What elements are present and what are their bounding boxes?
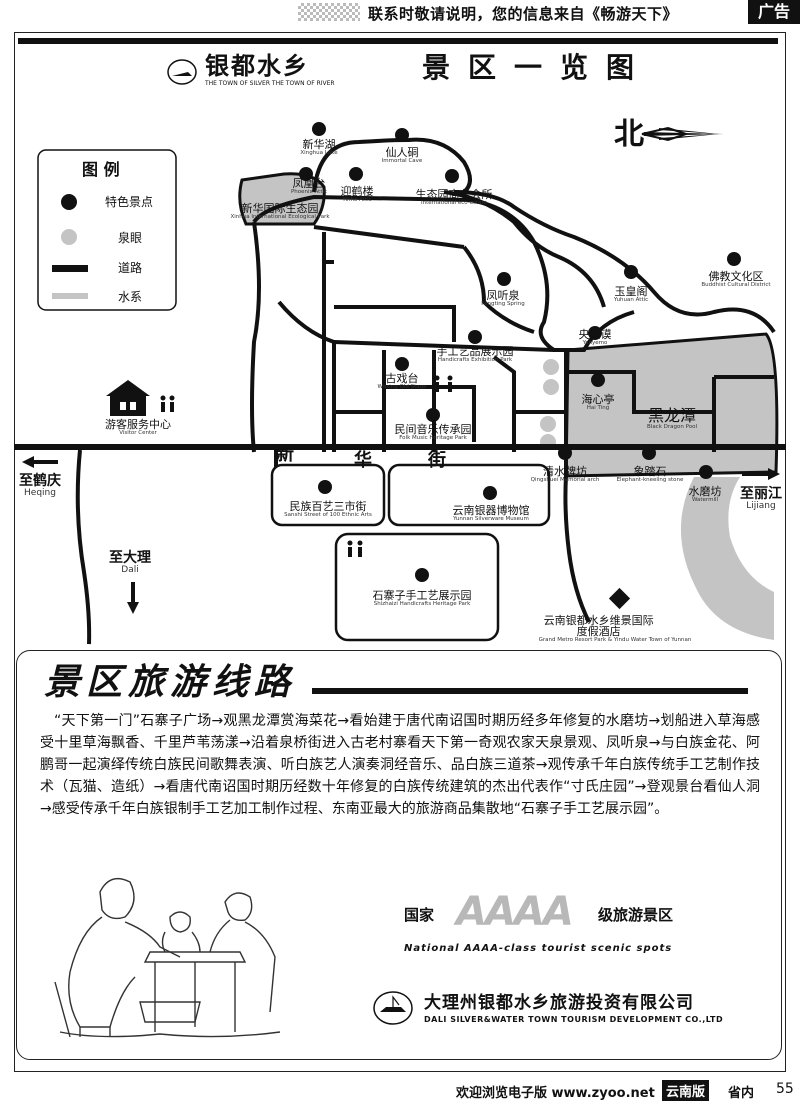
rating-english: National AAAA-class tourist scenic spots bbox=[404, 943, 673, 954]
brand-subtitle: THE TOWN OF SILVER THE TOWN OF RIVER bbox=[205, 80, 335, 87]
footer-province: 省内 bbox=[728, 1086, 755, 1101]
header-notice: 联系时敬请说明，您的信息来自《畅游天下》 bbox=[368, 5, 679, 23]
checker-pattern bbox=[298, 3, 360, 21]
page-footer: 欢迎浏览电子版 www.zyoo.net 云南版 省内 55 bbox=[0, 1078, 800, 1101]
company-logo-icon bbox=[373, 991, 413, 1025]
north-label: 北 bbox=[614, 117, 644, 152]
rating-suffix: 级旅游景区 bbox=[598, 906, 674, 924]
top-header: 联系时敬请说明，您的信息来自《畅游天下》 广告 bbox=[0, 0, 800, 26]
footer-edition: 云南版 bbox=[662, 1080, 710, 1101]
company-name-en: DALI SILVER&WATER TOWN TOURISM DEVELOPME… bbox=[424, 1015, 724, 1024]
rating-prefix: 国家 bbox=[404, 906, 435, 924]
map-title: 景区一览图 bbox=[422, 51, 653, 84]
company-name-cn: 大理州银都水乡旅游投资有限公司 bbox=[424, 993, 694, 1013]
street-name-char: 街 bbox=[428, 450, 446, 471]
legend-title: 图 例 bbox=[82, 160, 120, 179]
artisans-illustration bbox=[54, 878, 281, 1038]
route-panel bbox=[16, 650, 782, 1060]
page-frame bbox=[14, 32, 786, 1072]
scenic-map bbox=[14, 38, 786, 645]
page-number: 55 bbox=[776, 1081, 794, 1097]
route-title: 景区旅游线路 bbox=[44, 661, 297, 703]
legend-item-attraction: 特色景点 bbox=[105, 195, 154, 209]
ad-label: 广告 bbox=[748, 0, 800, 24]
footer-welcome: 欢迎浏览电子版 www.zyoo.net bbox=[456, 1086, 655, 1101]
legend-item-water: 水系 bbox=[118, 290, 143, 304]
rating-grade: AAAA bbox=[456, 889, 574, 935]
street-name-char: 新 bbox=[276, 444, 294, 465]
legend-item-road: 道路 bbox=[118, 261, 143, 275]
street-name-char: 华 bbox=[354, 450, 372, 471]
legend-item-spring: 泉眼 bbox=[118, 231, 143, 245]
brand-name: 银都水乡 bbox=[205, 52, 309, 80]
route-title-rule bbox=[312, 688, 748, 694]
route-description: “天下第一门”石寨子广场→观黑龙潭赏海菜花→看始建于唐代南诏国时期历经多年修复的… bbox=[40, 713, 760, 817]
